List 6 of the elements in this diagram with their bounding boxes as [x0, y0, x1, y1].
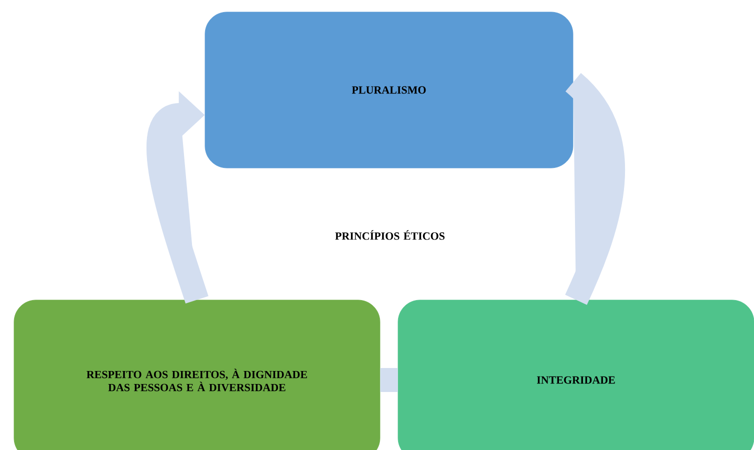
process-box: INTEGRIDADE	[398, 300, 754, 450]
process-box: RESPEITO AOS DIREITOS, À DIGNIDADE DAS PESSOAS E À DIVERSIDADE	[14, 300, 380, 450]
arrow	[564, 74, 625, 305]
center-label: PRINCÍPIOS ÉTICOS	[335, 230, 445, 240]
arrow	[146, 91, 208, 304]
process-box: PLURALISMO	[204, 12, 574, 168]
